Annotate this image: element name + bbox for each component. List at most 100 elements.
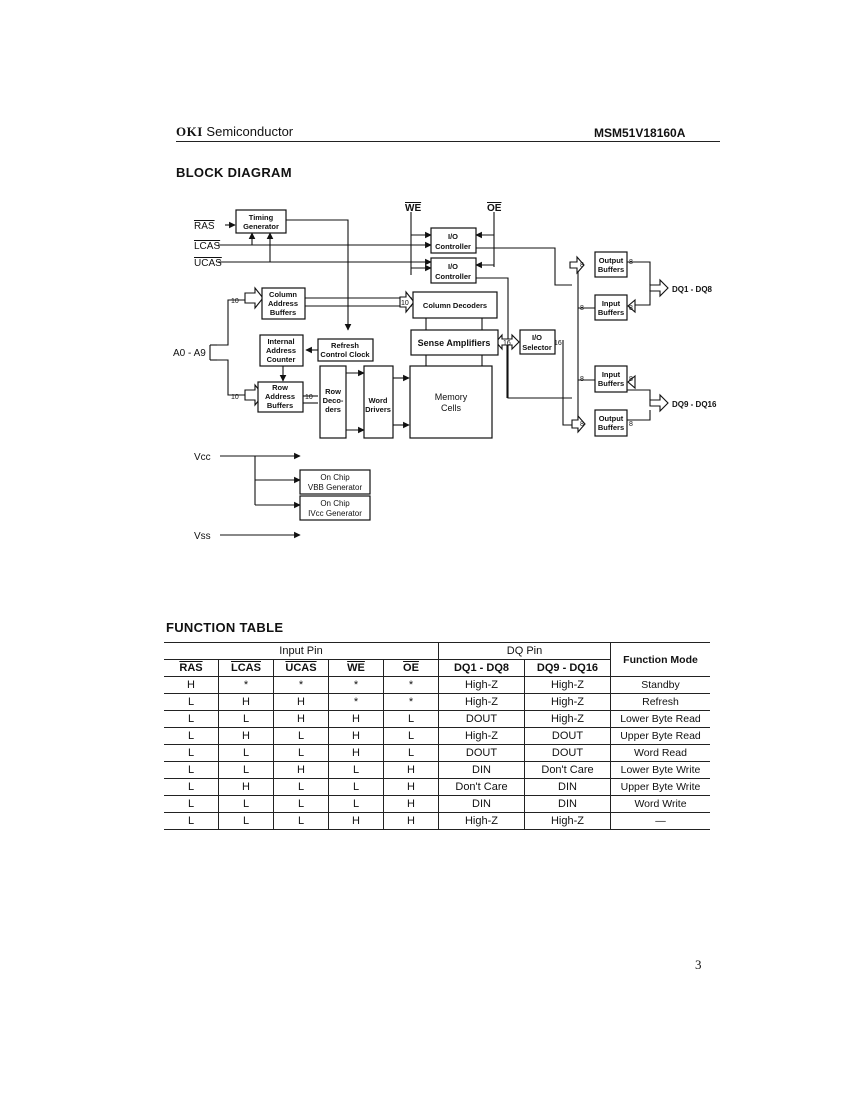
io-selector-block bbox=[519, 329, 556, 355]
cell-dq-low: High-Z bbox=[438, 676, 525, 694]
dq-pin-header: DQ Pin bbox=[438, 642, 611, 660]
function-mode-header: Function Mode bbox=[610, 642, 710, 677]
cell-dq-high: High-Z bbox=[524, 676, 611, 694]
cell-ras: L bbox=[164, 795, 219, 813]
cell-mode: Lower Byte Write bbox=[610, 761, 710, 779]
internal-address-counter-block bbox=[259, 334, 304, 367]
label: Generator bbox=[243, 222, 279, 231]
input-buffers-low-block bbox=[594, 294, 628, 321]
label: Refresh bbox=[331, 341, 359, 350]
bus-width-label: 10 bbox=[231, 394, 239, 401]
cell-ucas: H bbox=[273, 761, 329, 779]
label: Address bbox=[268, 299, 298, 308]
label: Buffers bbox=[267, 401, 293, 410]
label: On Chip bbox=[320, 499, 350, 508]
cell-lcas: H bbox=[218, 693, 274, 711]
bus-width-label: 10 bbox=[401, 300, 409, 307]
cell-oe: H bbox=[383, 812, 439, 830]
cell-we: H bbox=[328, 812, 384, 830]
row-decoders-block bbox=[319, 365, 347, 439]
bus-width-label: 8 bbox=[580, 262, 584, 269]
ucas-label: UCAS bbox=[194, 258, 222, 269]
cell-oe: * bbox=[383, 693, 439, 711]
io-controller-1-block bbox=[430, 227, 477, 254]
brand-header: OKI Semiconductor bbox=[176, 124, 293, 140]
cell-we: L bbox=[328, 778, 384, 796]
bus-width-label: 8 bbox=[580, 305, 584, 312]
cell-ucas: L bbox=[273, 795, 329, 813]
label: Buffers bbox=[598, 423, 624, 432]
label: Buffers bbox=[270, 308, 296, 317]
cell-lcas: H bbox=[218, 778, 274, 796]
label: I/O bbox=[532, 333, 542, 342]
label: Sense Amplifiers bbox=[418, 338, 491, 348]
dq-high-label: DQ9 - DQ16 bbox=[672, 400, 717, 409]
cell-lcas: L bbox=[218, 761, 274, 779]
col-header-ucas: UCAS bbox=[273, 659, 329, 677]
cell-ras: L bbox=[164, 693, 219, 711]
label: Control Clock bbox=[320, 350, 370, 359]
label: Buffers bbox=[598, 265, 624, 274]
label: Word bbox=[368, 396, 387, 405]
label: Memory bbox=[435, 392, 468, 402]
label: ders bbox=[325, 405, 341, 414]
cell-oe: H bbox=[383, 795, 439, 813]
cell-dq-high: High-Z bbox=[524, 710, 611, 728]
label: Output bbox=[599, 414, 624, 423]
cell-dq-high: DIN bbox=[524, 795, 611, 813]
cell-ucas: L bbox=[273, 778, 329, 796]
memory-cells-block bbox=[409, 365, 493, 439]
bus-width-label: 16 bbox=[503, 340, 511, 347]
cell-oe: L bbox=[383, 727, 439, 745]
label: Buffers bbox=[598, 379, 624, 388]
function-table: Input Pin DQ Pin Function Mode RAS LCAS … bbox=[164, 642, 710, 830]
cell-lcas: L bbox=[218, 710, 274, 728]
cell-we: H bbox=[328, 710, 384, 728]
cell-we: H bbox=[328, 727, 384, 745]
cell-lcas: L bbox=[218, 812, 274, 830]
cell-dq-low: DIN bbox=[438, 761, 525, 779]
input-buffers-high-block bbox=[594, 365, 628, 393]
label: Deco- bbox=[323, 396, 344, 405]
cell-ucas: H bbox=[273, 693, 329, 711]
label: Counter bbox=[267, 355, 296, 364]
label: Column bbox=[269, 290, 297, 299]
cell-we: H bbox=[328, 744, 384, 762]
cell-ras: H bbox=[164, 676, 219, 694]
input-pin-header: Input Pin bbox=[164, 642, 439, 660]
cell-oe: H bbox=[383, 761, 439, 779]
we-label: WE bbox=[405, 203, 421, 214]
cell-dq-high: DOUT bbox=[524, 744, 611, 762]
cell-dq-high: Don't Care bbox=[524, 761, 611, 779]
vss-label: Vss bbox=[194, 531, 211, 542]
label: Output bbox=[599, 256, 624, 265]
cell-ras: L bbox=[164, 744, 219, 762]
cell-ucas: H bbox=[273, 710, 329, 728]
cell-we: * bbox=[328, 693, 384, 711]
label: I/O bbox=[448, 232, 458, 241]
dq-low-arrow bbox=[649, 278, 669, 298]
label: Internal bbox=[267, 337, 294, 346]
cell-oe: * bbox=[383, 676, 439, 694]
header-rule bbox=[176, 141, 720, 142]
cell-lcas: H bbox=[218, 727, 274, 745]
col-header-lcas: LCAS bbox=[218, 659, 274, 677]
ras-label: RAS bbox=[194, 221, 215, 232]
col-addr-bus-arrow bbox=[244, 286, 264, 310]
cell-lcas: L bbox=[218, 744, 274, 762]
label: Address bbox=[266, 346, 296, 355]
cell-dq-low: High-Z bbox=[438, 812, 525, 830]
vcc-label: Vcc bbox=[194, 452, 211, 463]
dq-low-label: DQ1 - DQ8 bbox=[672, 285, 713, 294]
output-buffers-high-block bbox=[594, 409, 628, 437]
cell-dq-low: DOUT bbox=[438, 710, 525, 728]
cell-we: * bbox=[328, 676, 384, 694]
column-decoders-block bbox=[412, 291, 498, 319]
col-header-dq-low: DQ1 - DQ8 bbox=[438, 659, 525, 677]
cell-dq-low: Don't Care bbox=[438, 778, 525, 796]
